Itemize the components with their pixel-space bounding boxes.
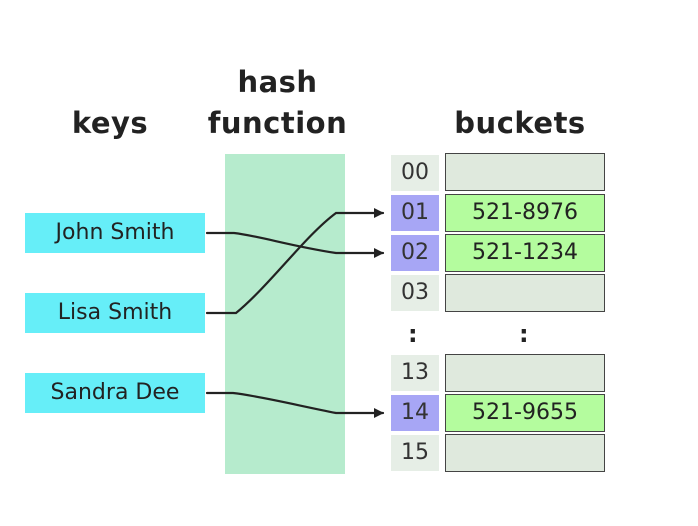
index-ellipsis: : <box>408 320 418 348</box>
index-13: 13 <box>391 355 439 391</box>
arrow-sandra-dee-to-14 <box>205 391 385 418</box>
key-lisa-smith: Lisa Smith <box>25 293 205 333</box>
hash-function-header-line2: function <box>207 106 348 140</box>
bucket-13 <box>445 354 605 392</box>
index-01: 01 <box>391 195 439 231</box>
bucket-01: 521-8976 <box>445 194 605 232</box>
arrow-john-smith-to-02 <box>205 231 385 258</box>
keys-header: keys <box>71 106 149 140</box>
arrow-lisa-smith-to-01 <box>205 208 385 315</box>
buckets-header: buckets <box>454 106 586 140</box>
hash-function-header-line1: hash <box>237 65 318 99</box>
index-14: 14 <box>391 395 439 431</box>
bucket-15 <box>445 434 605 472</box>
index-02: 02 <box>391 235 439 271</box>
bucket-00 <box>445 153 605 191</box>
hash-function-box <box>225 154 345 474</box>
key-sandra-dee: Sandra Dee <box>25 373 205 413</box>
bucket-02: 521-1234 <box>445 234 605 272</box>
index-03: 03 <box>391 275 439 311</box>
bucket-14: 521-9655 <box>445 394 605 432</box>
bucket-ellipsis: : <box>519 320 529 348</box>
bucket-03 <box>445 274 605 312</box>
index-00: 00 <box>391 155 439 191</box>
key-john-smith: John Smith <box>25 213 205 253</box>
index-15: 15 <box>391 435 439 471</box>
